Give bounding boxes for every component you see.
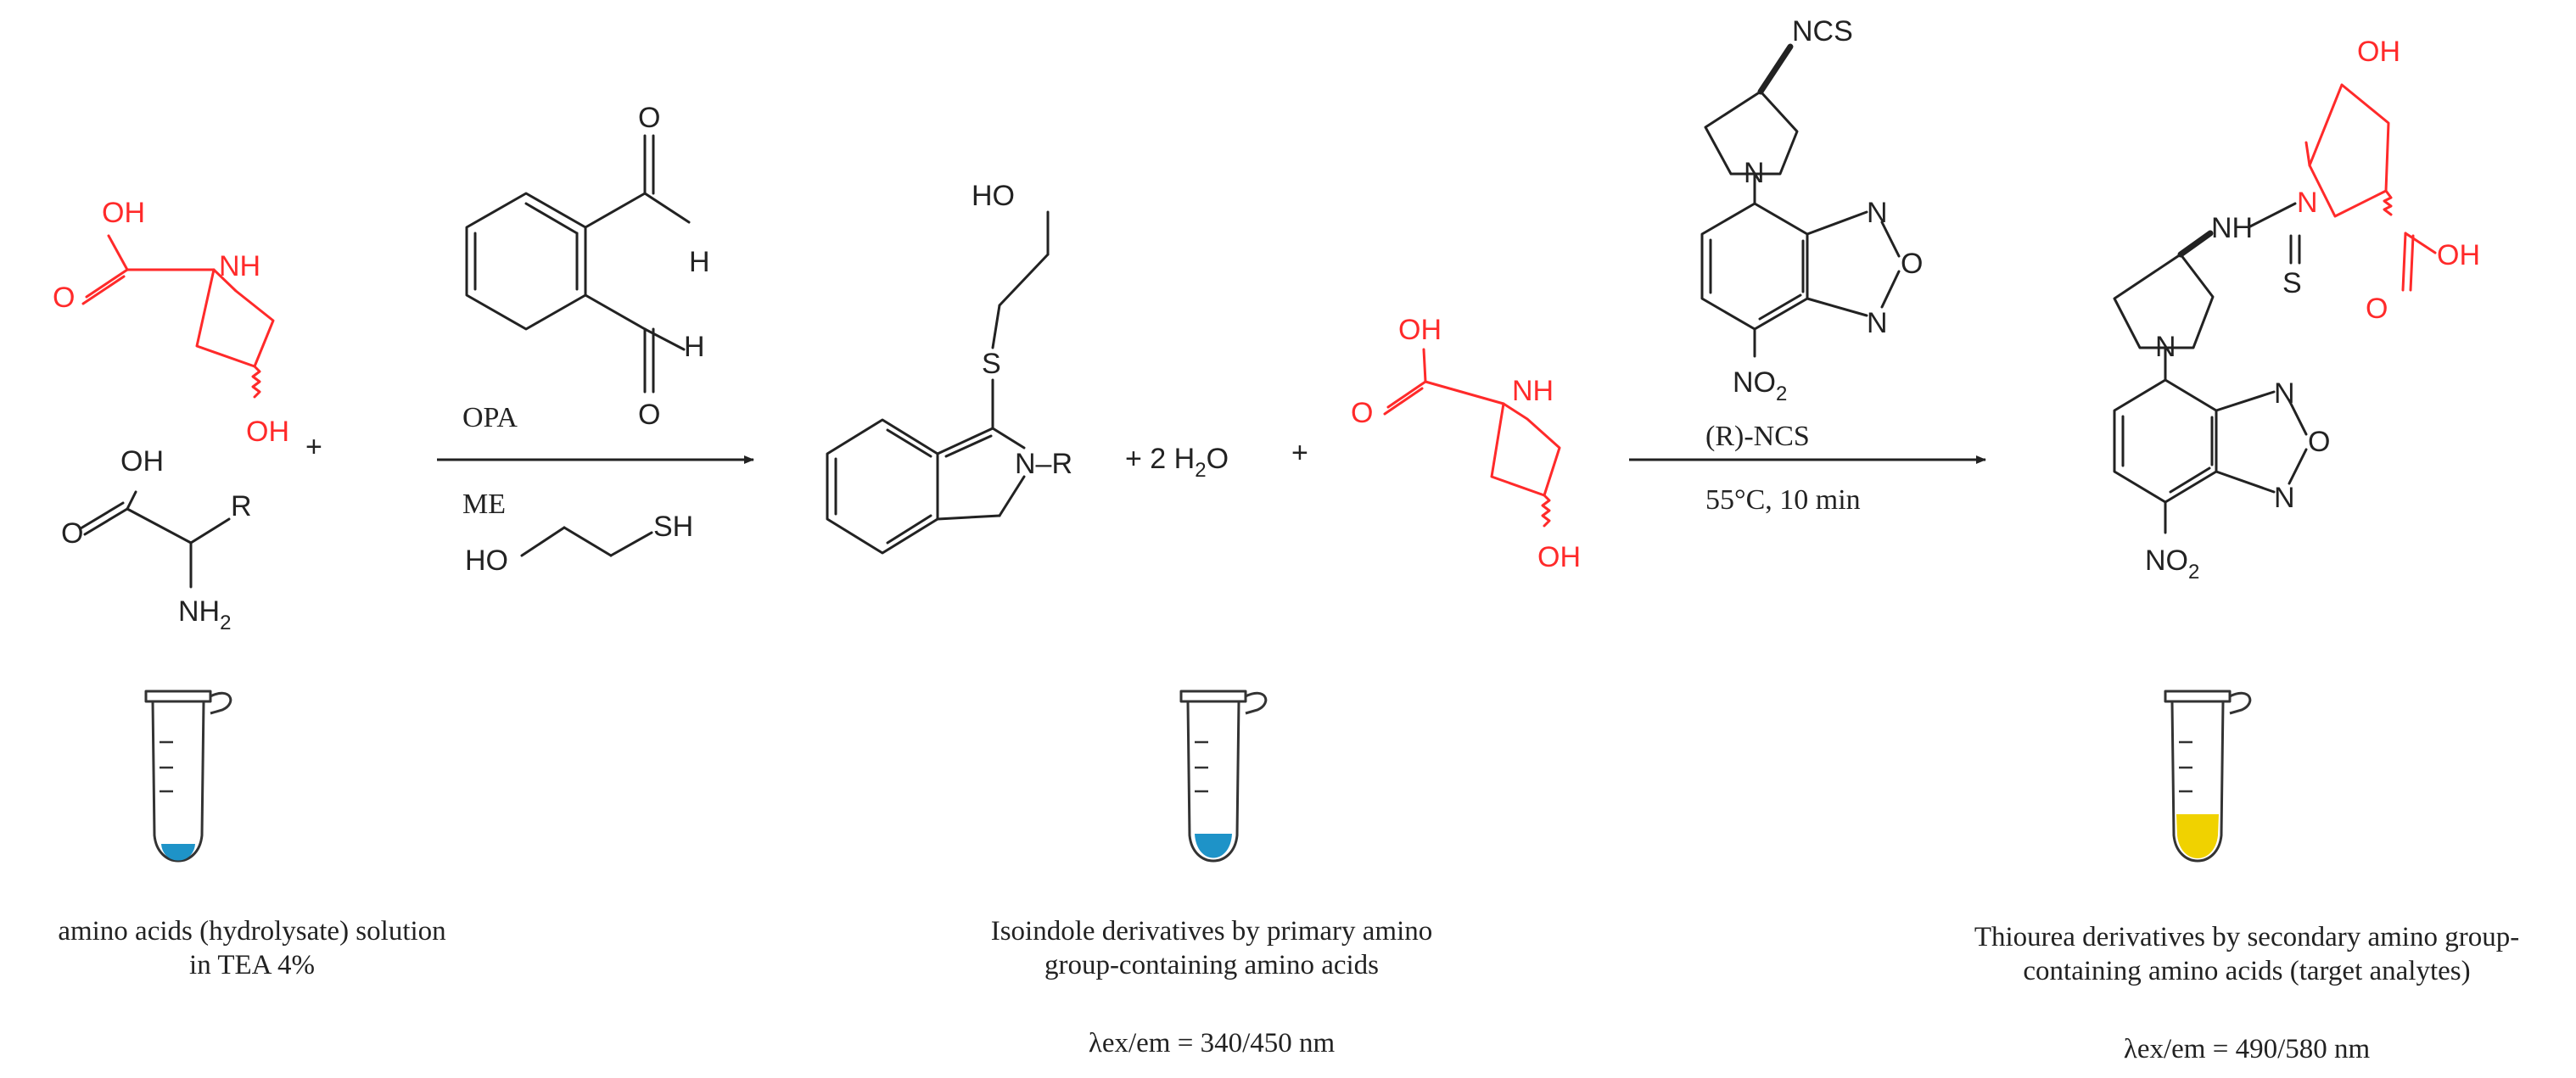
atom-label: O [638,399,660,431]
r-ncs-structure: NCS N N O N NO2 [1700,15,1923,405]
atom-label: N [1867,307,1888,339]
atom-label: NH [219,250,260,282]
isoindole-product: HO S N–R [826,180,1072,555]
atom-label: OH [102,197,145,229]
atom-label: N–R [1015,448,1072,480]
atom-label: N [2274,377,2295,410]
reaction-conditions: 55°C, 10 min [1705,484,1861,516]
caption-middle-line2: group-containing amino acids [1044,950,1379,980]
caption-right-wavelength: λex/em = 490/580 nm [2124,1034,2371,1064]
atom-label: H [684,331,705,363]
atom-label: O [61,517,83,550]
caption-right-line1: Thiourea derivatives by secondary amino … [1974,922,2519,952]
atom-label: N [1744,157,1765,189]
hydroxyproline-reactant: OH O NH OH [53,197,289,448]
atom-label: NCS [1792,15,1853,47]
atom-label: O [2308,426,2330,458]
atom-label: O [1351,397,1373,429]
caption-middle-wavelength: λex/em = 340/450 nm [1089,1028,1336,1058]
atom-label: H [689,246,710,278]
me-structure: HO SH [465,511,693,577]
amino-acid-reactant: OH O R NH2 [61,445,252,634]
atom-label: OH [2357,36,2400,68]
reagent-label-me: ME [462,489,506,520]
hydroxyproline-intermediate: OH O NH OH [1351,314,1581,573]
atom-label: OH [1398,314,1442,346]
atom-label: NO2 [1733,366,1787,405]
reagent-label-opa: OPA [462,402,518,433]
atom-label: NO2 [2145,545,2199,584]
atom-label: OH [120,445,164,478]
atom-label: HO [972,180,1015,212]
atom-label: HO [465,545,508,577]
plus-sign: + [1291,437,1308,469]
atom-label: O [53,282,75,314]
atom-label: NH [1512,375,1554,407]
thiourea-product: OH N OH O NH S N N O N NO2 [2113,36,2480,584]
atom-label: OH [246,416,289,448]
atom-label: O [2366,293,2388,325]
plus-sign: + [305,431,322,463]
tube-icon-left [144,690,232,863]
atom-label: R [231,490,252,522]
atom-label: O [638,102,660,134]
atom-label: OH [2437,239,2480,271]
atom-label: NH [2211,212,2253,244]
reagent-label-r-ncs: (R)-NCS [1705,421,1810,452]
caption-left-line1: amino acids (hydrolysate) solution [58,916,445,947]
opa-structure: O H H O [465,102,710,431]
water-byproduct: + 2 H2O [1125,443,1229,482]
tube-icon-middle [1179,690,1268,863]
atom-label: S [982,348,1001,380]
tube-liquid [161,844,195,861]
tube-liquid [2176,814,2219,858]
atom-label: N [2155,331,2176,363]
atom-label: OH [1537,541,1581,573]
atom-label: N [1867,197,1888,229]
atom-label: O [1901,248,1923,280]
atom-label: NH2 [178,595,231,634]
caption-middle-line1: Isoindole derivatives by primary amino [991,916,1433,947]
atom-label: N [2274,482,2295,514]
atom-label: S [2282,267,2302,299]
atom-label: N [2297,187,2318,219]
atom-label: SH [653,511,693,543]
tube-icon-right [2164,690,2252,863]
caption-right-line2: containing amino acids (target analytes) [2023,956,2470,986]
caption-left-line2: in TEA 4% [189,950,315,980]
tube-liquid [1195,834,1232,858]
